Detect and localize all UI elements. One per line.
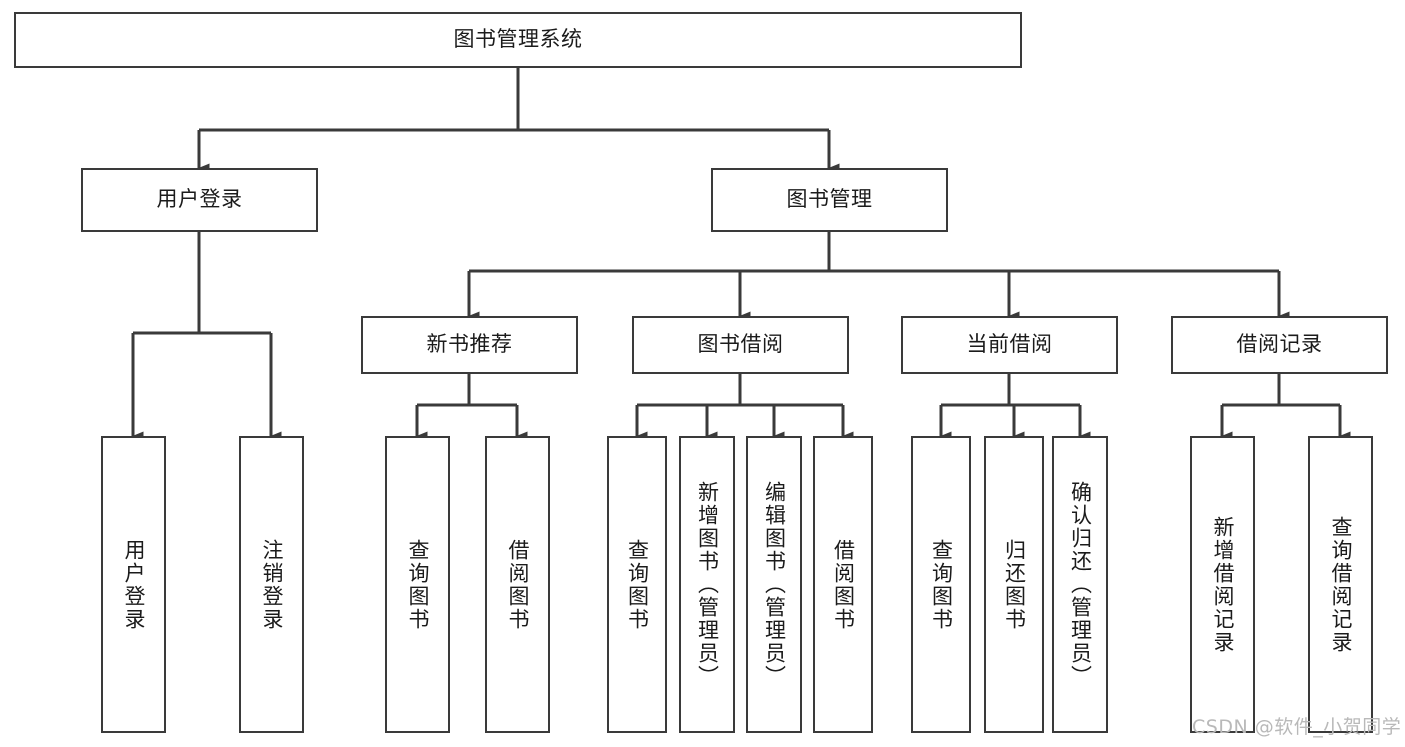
node-label: 查询图书 bbox=[625, 538, 650, 631]
node-label: 新增借阅记录 bbox=[1210, 515, 1235, 654]
node-leaf-confirm-return-admin[interactable]: 确认归还（管理员） bbox=[1052, 436, 1108, 733]
node-label: 图书管理系统 bbox=[453, 27, 583, 52]
node-leaf-borrow-book-rec[interactable]: 借阅图书 bbox=[485, 436, 550, 733]
node-label: 注销登录 bbox=[259, 538, 284, 631]
node-label: 图书借阅 bbox=[697, 332, 784, 357]
node-label: 归还图书 bbox=[1002, 538, 1027, 631]
node-leaf-query-book-current[interactable]: 查询图书 bbox=[911, 436, 971, 733]
node-l2-book-manage[interactable]: 图书管理 bbox=[711, 168, 948, 232]
node-l3-borrow-record[interactable]: 借阅记录 bbox=[1171, 316, 1388, 374]
node-leaf-add-borrow-record[interactable]: 新增借阅记录 bbox=[1190, 436, 1255, 733]
node-label: 借阅图书 bbox=[505, 538, 530, 631]
node-l3-book-borrow[interactable]: 图书借阅 bbox=[632, 316, 849, 374]
node-l2-user-login[interactable]: 用户登录 bbox=[81, 168, 318, 232]
node-leaf-logout[interactable]: 注销登录 bbox=[239, 436, 304, 733]
node-label: 借阅记录 bbox=[1236, 332, 1323, 357]
node-label: 确认归还（管理员） bbox=[1068, 481, 1093, 688]
node-label: 新书推荐 bbox=[426, 332, 513, 357]
node-label: 借阅图书 bbox=[831, 538, 856, 631]
node-leaf-user-login[interactable]: 用户登录 bbox=[101, 436, 166, 733]
node-leaf-edit-book-admin[interactable]: 编辑图书（管理员） bbox=[746, 436, 802, 733]
node-label: 查询图书 bbox=[929, 538, 954, 631]
node-leaf-borrow-book-borrow[interactable]: 借阅图书 bbox=[813, 436, 873, 733]
node-leaf-query-book-rec[interactable]: 查询图书 bbox=[385, 436, 450, 733]
node-leaf-query-book-borrow[interactable]: 查询图书 bbox=[607, 436, 667, 733]
node-l3-current-borrow[interactable]: 当前借阅 bbox=[901, 316, 1118, 374]
node-l3-new-book-rec[interactable]: 新书推荐 bbox=[361, 316, 578, 374]
node-root[interactable]: 图书管理系统 bbox=[14, 12, 1022, 68]
node-leaf-return-book[interactable]: 归还图书 bbox=[984, 436, 1044, 733]
node-leaf-query-borrow-record[interactable]: 查询借阅记录 bbox=[1308, 436, 1373, 733]
node-label: 编辑图书（管理员） bbox=[762, 481, 787, 688]
node-label: 用户登录 bbox=[121, 538, 146, 631]
node-label: 查询图书 bbox=[405, 538, 430, 631]
node-leaf-add-book-admin[interactable]: 新增图书（管理员） bbox=[679, 436, 735, 733]
node-label: 新增图书（管理员） bbox=[695, 481, 720, 688]
node-label: 图书管理 bbox=[786, 187, 873, 212]
csdn-watermark: CSDN @软件_小贺同学 bbox=[1192, 716, 1402, 738]
node-label: 当前借阅 bbox=[966, 332, 1053, 357]
node-label: 查询借阅记录 bbox=[1328, 515, 1353, 654]
tree-connectors bbox=[131, 68, 1351, 441]
node-label: 用户登录 bbox=[156, 187, 243, 212]
